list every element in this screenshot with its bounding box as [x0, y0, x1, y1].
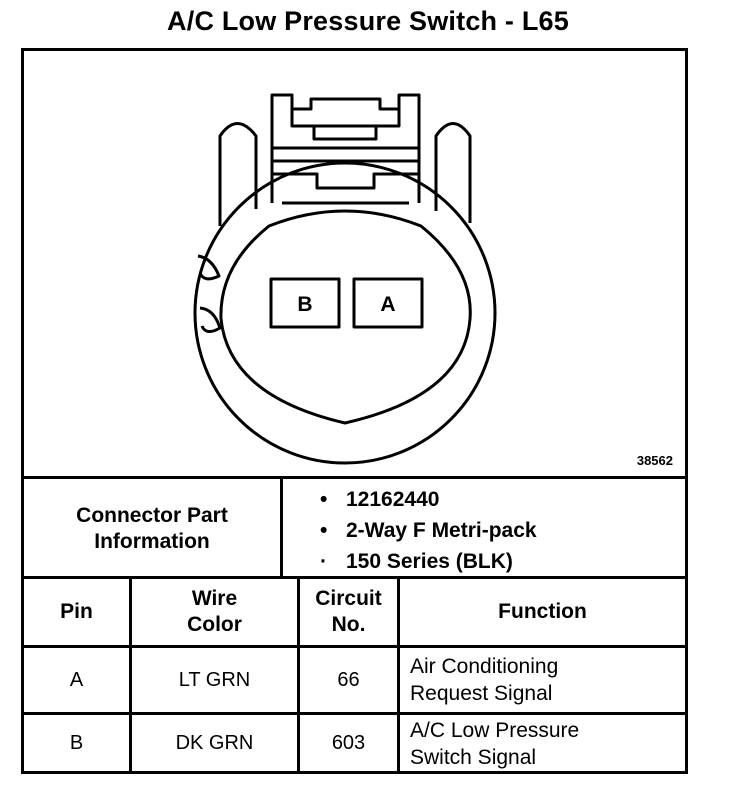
divider	[24, 645, 685, 648]
table-row-function: Air Conditioning Request Signal	[410, 655, 559, 705]
cavity-a	[352, 277, 424, 329]
pin-label-b: B	[297, 293, 312, 316]
inner-face	[219, 209, 472, 425]
left-lock-tab	[218, 122, 258, 226]
table-row-pin: B	[69, 731, 84, 754]
header-function: Function	[498, 600, 587, 623]
divider	[397, 576, 400, 771]
pin-label-a: A	[380, 293, 395, 316]
side-notch-upper	[197, 254, 221, 281]
list-item: • 12162440	[320, 488, 440, 511]
header-pin: Pin	[60, 600, 93, 623]
divider	[129, 576, 132, 771]
connector-info-list: • 12162440 • 2-Way F Metri-pack · 150 Se…	[320, 484, 537, 577]
divider	[24, 576, 685, 579]
table-row-circuit: 603	[331, 731, 366, 754]
divider	[297, 576, 300, 771]
connector-info-label: Connector Part Information	[76, 504, 228, 553]
table-row-wire-color: LT GRN	[178, 668, 251, 691]
list-item: • 2-Way F Metri-pack	[320, 519, 537, 542]
page-title: A/C Low Pressure Switch - L65	[167, 6, 569, 36]
right-lock-tab	[434, 122, 472, 223]
side-notch-lower	[199, 306, 222, 333]
connector-table-frame: B A 38562 Connector Part Information • 1…	[21, 48, 688, 774]
table-row-function: A/C Low Pressure Switch Signal	[410, 719, 580, 769]
divider	[24, 476, 685, 479]
figure-number: 38562	[636, 453, 673, 468]
table-row-pin: A	[69, 668, 84, 691]
list-item: · 150 Series (BLK)	[320, 550, 513, 573]
latch-housing	[270, 93, 421, 203]
cavity-b	[269, 277, 341, 329]
header-circuit-no: Circuit No.	[315, 587, 382, 636]
table-row-circuit: 66	[337, 668, 360, 691]
divider	[24, 712, 685, 715]
divider	[280, 476, 283, 578]
header-wire-color: Wire Color	[187, 587, 242, 636]
outer-ring	[193, 161, 497, 465]
table-row-wire-color: DK GRN	[175, 731, 254, 754]
connector-face-diagram: B A	[193, 93, 497, 465]
